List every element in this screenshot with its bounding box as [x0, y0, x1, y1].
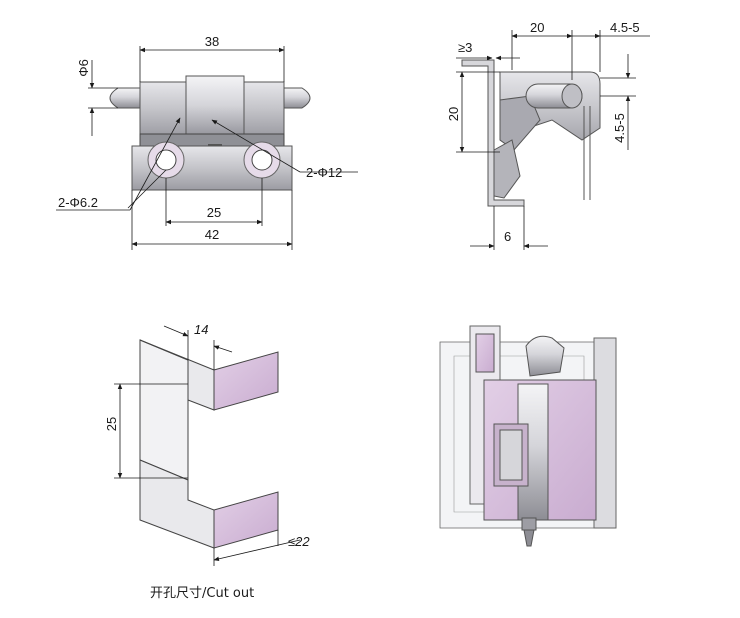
isometric-view	[439, 325, 617, 547]
dim-panel: ≤22	[288, 534, 310, 549]
dim-offset-v: 4.5-5	[612, 113, 627, 143]
cutout-view: 14 25 ≤22	[104, 322, 310, 566]
dim-depth: 20	[530, 20, 544, 35]
dim-offset: 4.5-5	[610, 20, 640, 35]
iso-barrel	[525, 335, 565, 377]
cutout-caption: 开孔尺寸/Cut out	[150, 586, 255, 601]
dim-width-top: 38	[205, 34, 219, 49]
dim-cutout-height: 25	[104, 417, 119, 431]
dim-gap: ≥3	[458, 40, 472, 55]
cutout-panel	[139, 339, 189, 481]
dim-bore-dia: 2-Φ12	[306, 165, 342, 180]
dim-cutout-width: 14	[194, 322, 208, 337]
knuckle-right	[243, 81, 285, 137]
cutout-flange-bottom	[213, 491, 279, 549]
knuckle-center	[185, 75, 245, 141]
bore-holes	[147, 141, 281, 179]
dim-width-base: 42	[205, 227, 219, 242]
front-view: 38 Φ6 2-Φ6.2 2-Φ12 25 42	[56, 34, 358, 250]
dim-thickness: 6	[504, 229, 511, 244]
dim-height: 20	[446, 107, 461, 121]
side-view: 20 4.5-5 ≥3 20 4.5-5 6	[446, 20, 650, 250]
knuckle-left	[139, 81, 187, 137]
dim-hole-pitch: 25	[207, 205, 221, 220]
dim-pin-dia: Φ6	[76, 59, 91, 77]
dim-hole-dia: 2-Φ6.2	[58, 195, 98, 210]
cutout-flange-top	[213, 351, 279, 411]
